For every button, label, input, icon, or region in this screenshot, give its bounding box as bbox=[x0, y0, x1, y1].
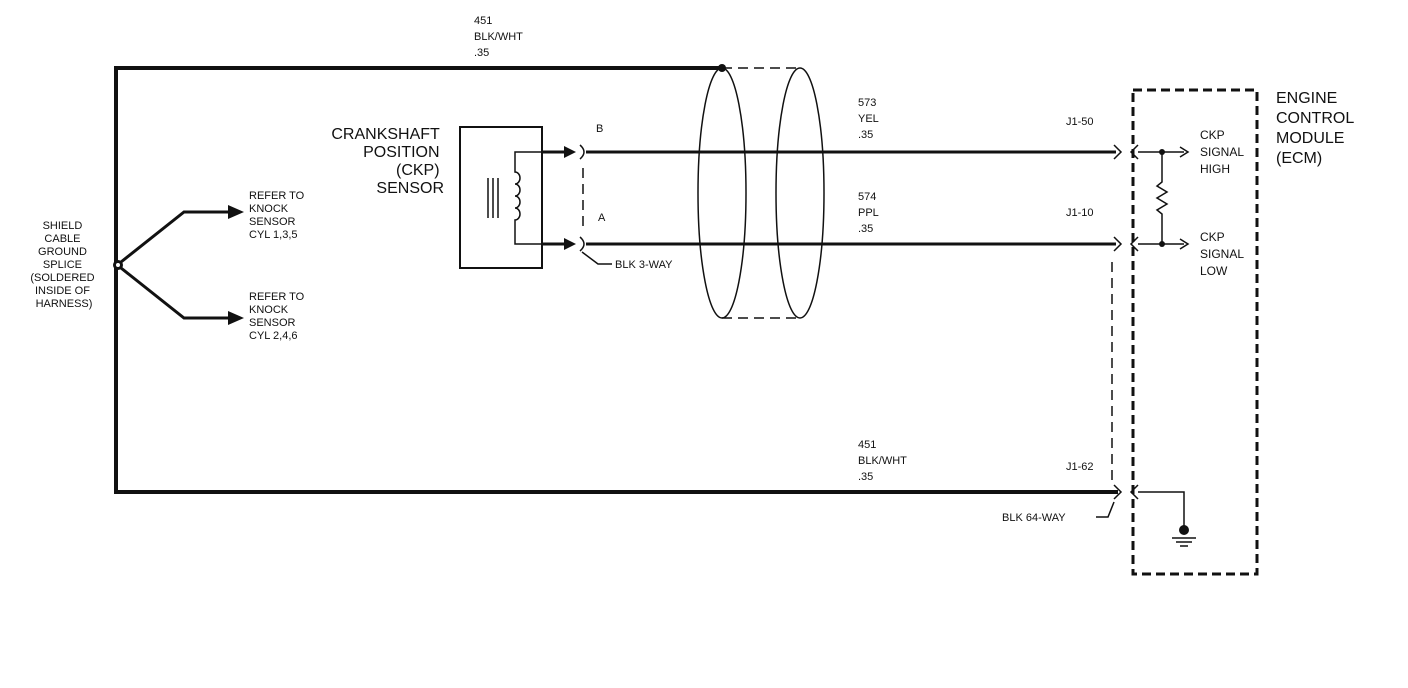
pin-b-label: B bbox=[596, 123, 603, 135]
ecm-boundary bbox=[1131, 88, 1259, 576]
coil-icon bbox=[514, 151, 542, 245]
ecm-connector-pins bbox=[1111, 144, 1139, 500]
wire-bottom-451-label: 451 BLK/WHT .35 bbox=[858, 439, 910, 483]
arrow-right-icon bbox=[228, 311, 244, 325]
cable-shield bbox=[697, 67, 825, 319]
pin-j1-62-label: J1-62 bbox=[1066, 461, 1094, 473]
pin-a-label: A bbox=[598, 212, 606, 224]
pin-j1-10-label: J1-10 bbox=[1066, 207, 1094, 219]
arrow-right-icon bbox=[228, 205, 244, 219]
knock-sensor-ref-cyl-135: REFER TO KNOCK SENSOR CYL 1,3,5 bbox=[249, 190, 307, 241]
knock-sensor-branch-2 bbox=[120, 266, 244, 325]
knock-sensor-ref-cyl-246: REFER TO KNOCK SENSOR CYL 2,4,6 bbox=[249, 291, 307, 342]
shield-splice-label: SHIELD CABLE GROUND SPLICE (SOLDERED INS… bbox=[30, 220, 97, 310]
knock-sensor-branch-1 bbox=[120, 205, 244, 264]
ecm-internal-circuit bbox=[1138, 146, 1196, 547]
ckp-signal-high-label: CKP SIGNAL HIGH bbox=[1200, 128, 1247, 176]
resistor-icon bbox=[1155, 152, 1169, 244]
svg-text:BLK 64-WAY: BLK 64-WAY bbox=[1002, 512, 1066, 524]
wire-top-451-label: 451 BLK/WHT .35 bbox=[474, 15, 526, 59]
svg-text:BLK 3-WAY: BLK 3-WAY bbox=[615, 259, 673, 271]
blk-64way-callout: BLK 64-WAY bbox=[1002, 501, 1115, 524]
wire-574-label: 574 PPL .35 bbox=[858, 191, 881, 235]
ckp-sensor-label: CRANKSHAFT POSITION (CKP) SENSOR bbox=[331, 126, 444, 197]
ground-icon bbox=[1172, 537, 1196, 547]
blk-3way-callout: BLK 3-WAY bbox=[581, 251, 673, 271]
ckp-connector-pins bbox=[542, 144, 585, 252]
pin-j1-50-label: J1-50 bbox=[1066, 116, 1094, 128]
wire-573-label: 573 YEL .35 bbox=[858, 97, 881, 141]
ckp-signal-low-label: CKP SIGNAL LOW bbox=[1200, 230, 1247, 278]
shield-splice-node bbox=[113, 260, 123, 270]
ckp-sensor-body bbox=[459, 126, 543, 269]
ecm-title: ENGINE CONTROL MODULE (ECM) bbox=[1276, 90, 1358, 167]
shield-ground-wire bbox=[114, 64, 1118, 494]
